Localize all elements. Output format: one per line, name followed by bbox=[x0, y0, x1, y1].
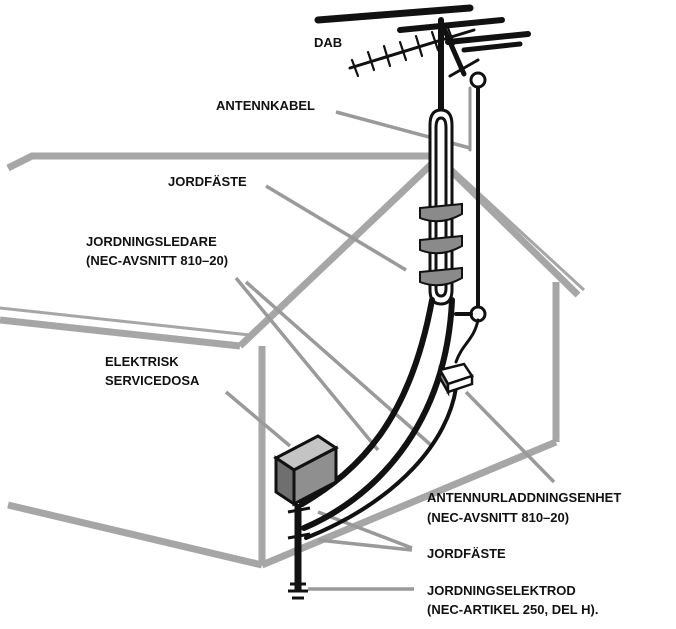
roof-inner-left bbox=[0, 148, 446, 337]
label-discharge-unit-line1: ANTENNURLADDNINGSENHET bbox=[427, 490, 621, 505]
clamp-1 bbox=[419, 202, 463, 223]
mast-strut bbox=[448, 58, 480, 78]
standoff-ring-top bbox=[469, 71, 487, 89]
antenna-element-3 bbox=[445, 31, 531, 45]
leader-ground-clamp-bottom-a bbox=[317, 510, 413, 550]
label-grounding-conductor-line1: JORDNINGSLEDARE bbox=[86, 234, 217, 249]
label-antenna-cable: ANTENNKABEL bbox=[216, 98, 315, 113]
ground-line-left bbox=[7, 501, 263, 569]
tv-antenna bbox=[314, 4, 531, 323]
antenna-element-1 bbox=[314, 4, 474, 24]
label-electrode-line1: JORDNINGSELEKTROD bbox=[427, 583, 576, 598]
leader-discharge-unit bbox=[464, 390, 556, 484]
label-grounding-conductor-line2: (NEC-AVSNITT 810–20) bbox=[86, 253, 228, 268]
ground-line-right bbox=[260, 438, 558, 569]
roof-ridge-line bbox=[6, 152, 438, 172]
electric-service-box bbox=[273, 434, 339, 507]
label-electric-box-line1: ELEKTRISK bbox=[105, 354, 179, 369]
roof-inner-right bbox=[430, 148, 586, 292]
leader-grounding-conductor-a bbox=[234, 276, 380, 452]
label-electrode-line2: (NEC-ARTIKEL 250, DEL H). bbox=[427, 602, 598, 617]
lead-in-inner bbox=[434, 116, 448, 298]
electrode-clamp-1 bbox=[287, 506, 311, 514]
clamp-2 bbox=[419, 234, 463, 255]
clamp-3 bbox=[419, 266, 463, 287]
label-electric-box-line2: SERVICEDOSA bbox=[105, 373, 200, 388]
label-discharge-unit-line2: (NEC-AVSNITT 810–20) bbox=[427, 510, 569, 525]
box-front bbox=[292, 445, 338, 507]
electrode-clamp-2 bbox=[287, 532, 311, 540]
discharge-lead bbox=[454, 318, 480, 364]
antenna-element-2 bbox=[397, 17, 505, 33]
leader-ground-clamp-top bbox=[265, 184, 407, 272]
labels: DAB ANTENNKABEL JORDFÄSTE JORDNINGSLEDAR… bbox=[86, 35, 621, 617]
grounding-conductor-lead bbox=[301, 297, 455, 531]
antenna-boom bbox=[439, 21, 467, 77]
label-ground-clamp-bottom: JORDFÄSTE bbox=[427, 546, 506, 561]
gable-roof bbox=[237, 153, 581, 349]
grounding-electrode bbox=[287, 504, 311, 600]
mast-ground-clamps bbox=[419, 202, 463, 287]
discharge-ground-wire bbox=[304, 386, 458, 540]
leader-grounding-conductor-b bbox=[244, 280, 434, 448]
label-ground-clamp-top: JORDFÄSTE bbox=[168, 174, 247, 189]
leader-ground-clamp-bottom-b bbox=[317, 538, 413, 552]
antenna-element-4 bbox=[461, 41, 523, 53]
antenna-discharge-unit bbox=[438, 362, 474, 397]
leader-electric-box bbox=[224, 390, 292, 448]
dab-elements bbox=[350, 26, 456, 78]
roof-inner-lines bbox=[0, 148, 586, 337]
label-dab: DAB bbox=[314, 35, 342, 50]
roof-eave-left bbox=[0, 316, 241, 350]
